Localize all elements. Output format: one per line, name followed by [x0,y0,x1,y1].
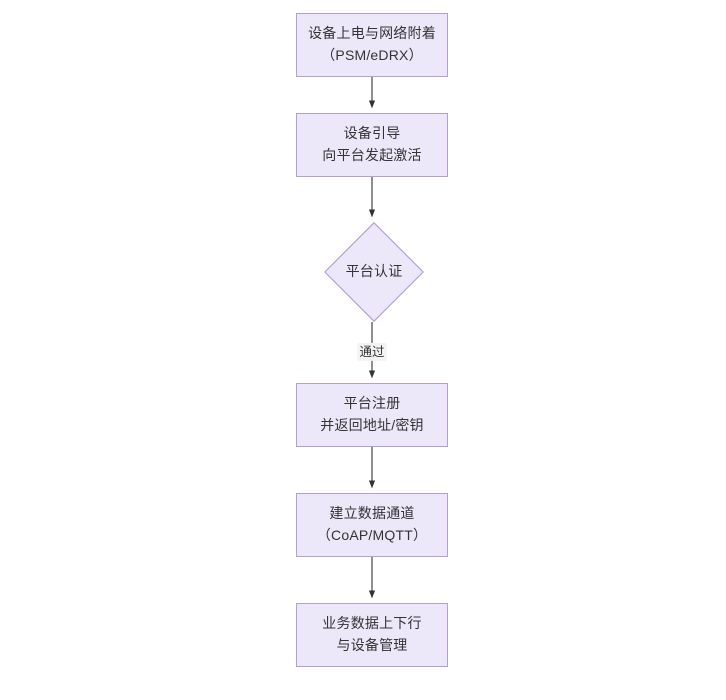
node-label: 设备引导 向平台发起激活 [322,125,422,163]
node-device-power-on[interactable]: 设备上电与网络附着 （PSM/eDRX） [296,13,448,77]
node-platform-auth-decision[interactable]: 平台认证 [324,222,424,322]
node-label: 建立数据通道 （CoAP/MQTT） [316,505,428,543]
edge-label-text: 通过 [359,344,385,359]
node-label: 平台认证 [345,263,403,280]
node-label: 设备上电与网络附着 （PSM/eDRX） [308,25,436,63]
node-label: 平台注册 并返回地址/密钥 [320,395,424,433]
node-business-data[interactable]: 业务数据上下行 与设备管理 [296,603,448,667]
node-label: 业务数据上下行 与设备管理 [322,615,422,653]
node-data-channel[interactable]: 建立数据通道 （CoAP/MQTT） [296,493,448,557]
node-device-bootstrap[interactable]: 设备引导 向平台发起激活 [296,113,448,177]
edge-label-pass: 通过 [357,342,387,362]
diamond-shape-icon [324,222,424,322]
node-platform-register[interactable]: 平台注册 并返回地址/密钥 [296,383,448,447]
